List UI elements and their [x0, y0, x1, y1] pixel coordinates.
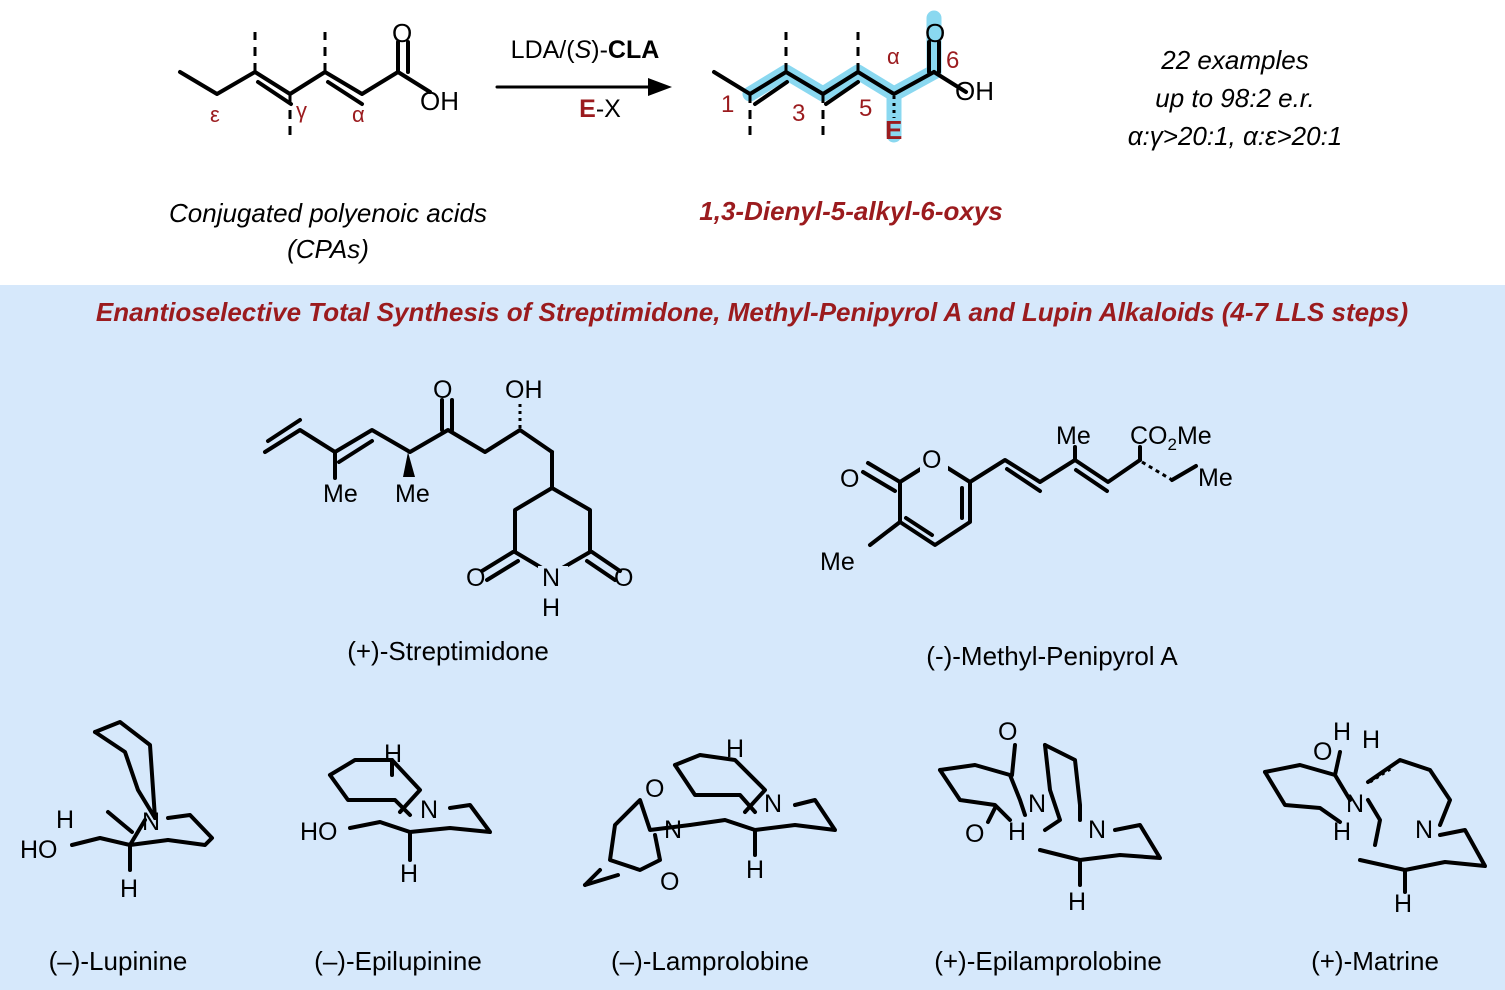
lupinine-structure: H N HO H	[20, 720, 214, 903]
penipyrol-ethyl-me: Me	[1198, 464, 1233, 492]
lamprolobine-structure: H O N N O H	[583, 735, 837, 896]
penipyrol-ring-o: O	[922, 446, 941, 474]
epilupinine-name: (–)-Epilupinine	[314, 946, 482, 976]
product-alpha-label: α	[887, 44, 900, 69]
epilamprolobine-structure: O N O H N H	[938, 718, 1162, 916]
matrine-h-top-right: H	[1362, 726, 1380, 754]
epilamprolobine-o-bottom: O	[965, 820, 984, 848]
lamprolobine-h-top: H	[726, 735, 744, 763]
strep-imide-o2: O	[614, 564, 633, 592]
lamprolobine-o-bottom: O	[660, 868, 679, 896]
epilamprolobine-h-mid: H	[1008, 818, 1026, 846]
scope-examples: 22 examples	[1160, 45, 1308, 75]
product-locant-3: 3	[792, 100, 805, 127]
lupinine-name: (–)-Lupinine	[49, 946, 188, 976]
scope-er: up to 98:2 e.r.	[1155, 83, 1314, 113]
strep-imide-n: N	[542, 564, 560, 592]
penipyrol-me: Me	[1056, 422, 1091, 450]
product-name: 1,3-Dienyl-5-alkyl-6-oxys	[699, 196, 1002, 226]
product-electrophile: E	[885, 115, 902, 145]
epilupinine-ho: HO	[300, 818, 338, 846]
lamprolobine-n: N	[764, 790, 782, 818]
product-carbonyl-oxygen: O	[925, 18, 945, 48]
reagent-top: LDA/(S)-CLA	[511, 36, 660, 64]
matrine-o: O	[1313, 738, 1332, 766]
strep-oh: OH	[505, 376, 543, 404]
product-locant-6: 6	[946, 47, 959, 74]
sm-name-line1: Conjugated polyenoic acids	[169, 198, 487, 228]
matrine-h-bottom: H	[1394, 890, 1412, 918]
sm-carbonyl-oxygen: O	[392, 18, 412, 48]
lamprolobine-h-bottom: H	[746, 856, 764, 884]
sm-alpha-label: α	[352, 102, 365, 127]
product-locant-1: 1	[721, 91, 734, 118]
strep-ketone-o: O	[433, 376, 452, 404]
panel-title: Enantioselective Total Synthesis of Stre…	[96, 297, 1408, 327]
product-locant-5: 5	[859, 95, 872, 122]
penipyrol-carbonyl-o: O	[840, 465, 859, 493]
lupinine-ho: HO	[20, 836, 58, 864]
sm-hydroxyl: OH	[420, 86, 459, 116]
starting-material-structure: ε γ α O OH	[178, 18, 459, 140]
matrine-name: (+)-Matrine	[1311, 946, 1439, 976]
synthesis-panel	[0, 285, 1505, 990]
lamprolobine-o-top: O	[645, 775, 664, 803]
epilamprolobine-o-top: O	[998, 718, 1017, 746]
lamprolobine-imide-n: N	[664, 816, 682, 844]
matrine-lactam-n: N	[1346, 790, 1364, 818]
sm-gamma-label: γ	[296, 98, 307, 123]
penipyrol-ring-me: Me	[820, 548, 855, 576]
epilupinine-h-bottom: H	[400, 860, 418, 888]
epilamprolobine-h-bottom: H	[1068, 888, 1086, 916]
lupinine-h-bottom: H	[120, 875, 138, 903]
epilamprolobine-name: (+)-Epilamprolobine	[934, 946, 1162, 976]
streptimidone-structure: O OH Me Me O N O H	[263, 376, 633, 622]
strep-imide-h: H	[542, 594, 560, 622]
matrine-n: N	[1415, 816, 1433, 844]
sm-name-line2: (CPAs)	[287, 234, 369, 264]
scope-selectivity: α:γ>20:1, α:ε>20:1	[1128, 121, 1343, 151]
sm-epsilon-label: ε	[210, 102, 220, 127]
penipyrol-ester: CO2Me	[1130, 422, 1212, 454]
strep-me2: Me	[395, 480, 430, 508]
epilamprolobine-n: N	[1088, 816, 1106, 844]
epilupinine-h-top: H	[384, 740, 402, 768]
matrine-h-top-left: H	[1333, 718, 1351, 746]
penipyrol-name: (-)-Methyl-Penipyrol A	[926, 641, 1178, 671]
epilupinine-n: N	[420, 796, 438, 824]
epilamprolobine-imide-n: N	[1028, 790, 1046, 818]
product-structure: 1 3 5 6 α O OH E	[712, 10, 994, 145]
streptimidone-name: (+)-Streptimidone	[347, 636, 549, 666]
reaction-arrow	[495, 78, 672, 96]
matrine-h-mid: H	[1333, 818, 1351, 846]
lupinine-h-top: H	[56, 806, 74, 834]
strep-me1: Me	[323, 480, 358, 508]
lupinine-n: N	[142, 808, 160, 836]
penipyrol-structure: O O Me Me CO2Me Me	[820, 422, 1233, 576]
epilupinine-structure: H N HO H	[300, 740, 492, 888]
reagent-bottom: E-X	[579, 95, 621, 123]
lamprolobine-name: (–)-Lamprolobine	[611, 946, 809, 976]
matrine-structure: H O H N H N H	[1263, 718, 1487, 918]
strep-imide-o1: O	[466, 564, 485, 592]
product-hydroxyl: OH	[955, 76, 994, 106]
